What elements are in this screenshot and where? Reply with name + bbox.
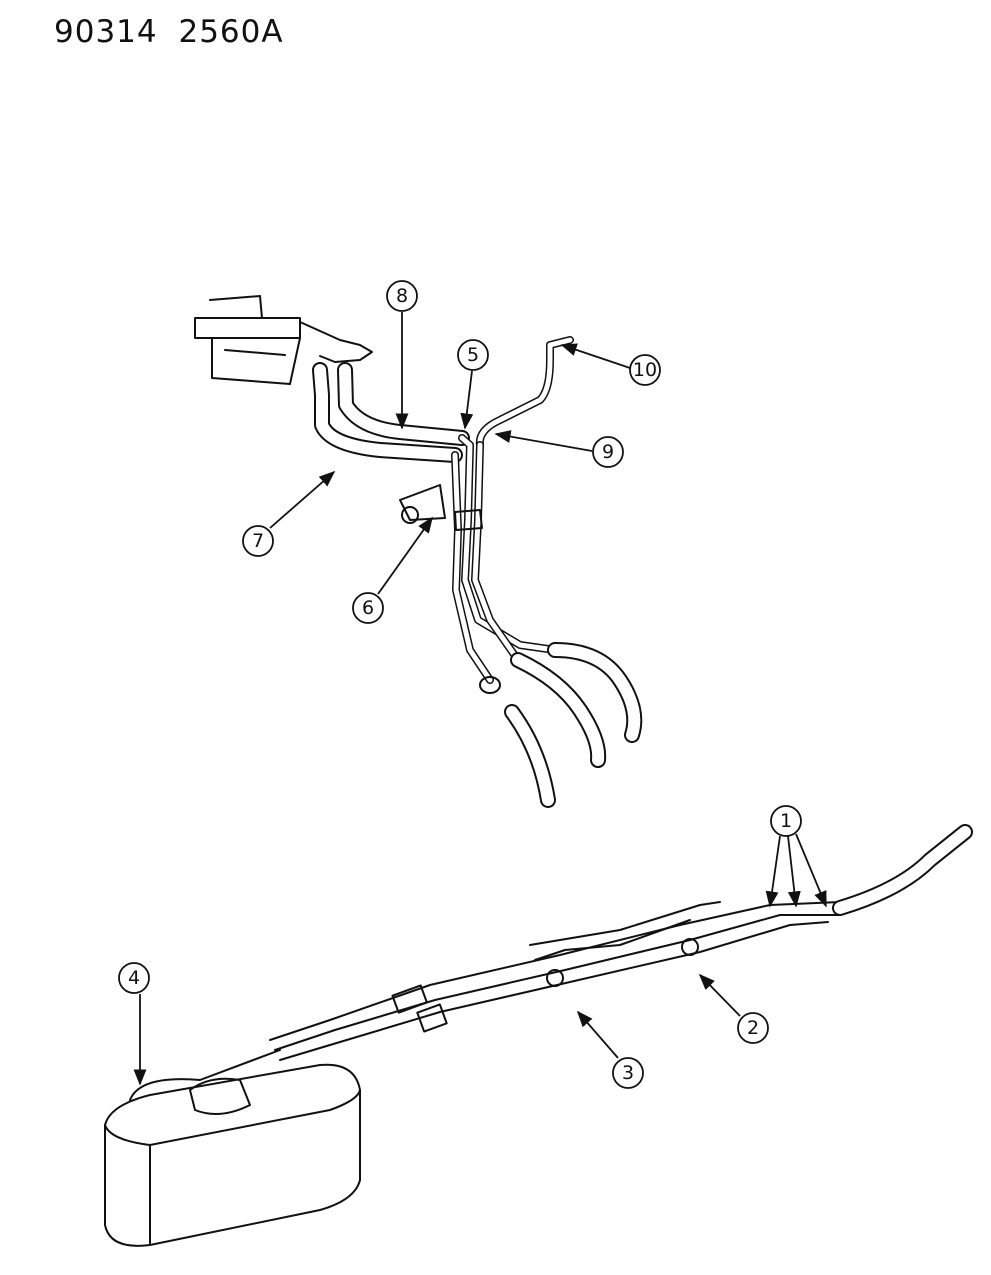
svg-text:5: 5: [467, 344, 479, 366]
callout-8: 8: [386, 280, 418, 312]
callout-7: 7: [242, 525, 274, 557]
fuel-rail-assembly: [194, 295, 373, 385]
svg-text:4: 4: [128, 967, 140, 989]
callout-2: 2: [737, 1012, 769, 1044]
callout-10: 10: [629, 354, 661, 386]
callout-4: 4: [118, 962, 150, 994]
svg-text:2: 2: [747, 1017, 759, 1039]
fuel-tank: [104, 1049, 361, 1247]
svg-text:8: 8: [396, 285, 408, 307]
leader-arrows: [133, 312, 827, 1086]
svg-text:9: 9: [602, 441, 614, 463]
diagram-code: 90314 2560A: [54, 14, 284, 50]
callout-3: 3: [612, 1057, 644, 1089]
svg-text:6: 6: [362, 597, 374, 619]
fuel-pipes: [399, 336, 643, 808]
svg-text:1: 1: [780, 810, 792, 832]
fuel-hoses: [312, 362, 470, 463]
callout-1: 1: [770, 805, 802, 837]
underbody-fuel-lines: [269, 824, 973, 1061]
callout-6: 6: [352, 592, 384, 624]
svg-text:10: 10: [633, 359, 657, 381]
callout-5: 5: [457, 339, 489, 371]
svg-text:7: 7: [252, 530, 264, 552]
callout-9: 9: [592, 436, 624, 468]
svg-text:3: 3: [622, 1062, 634, 1084]
